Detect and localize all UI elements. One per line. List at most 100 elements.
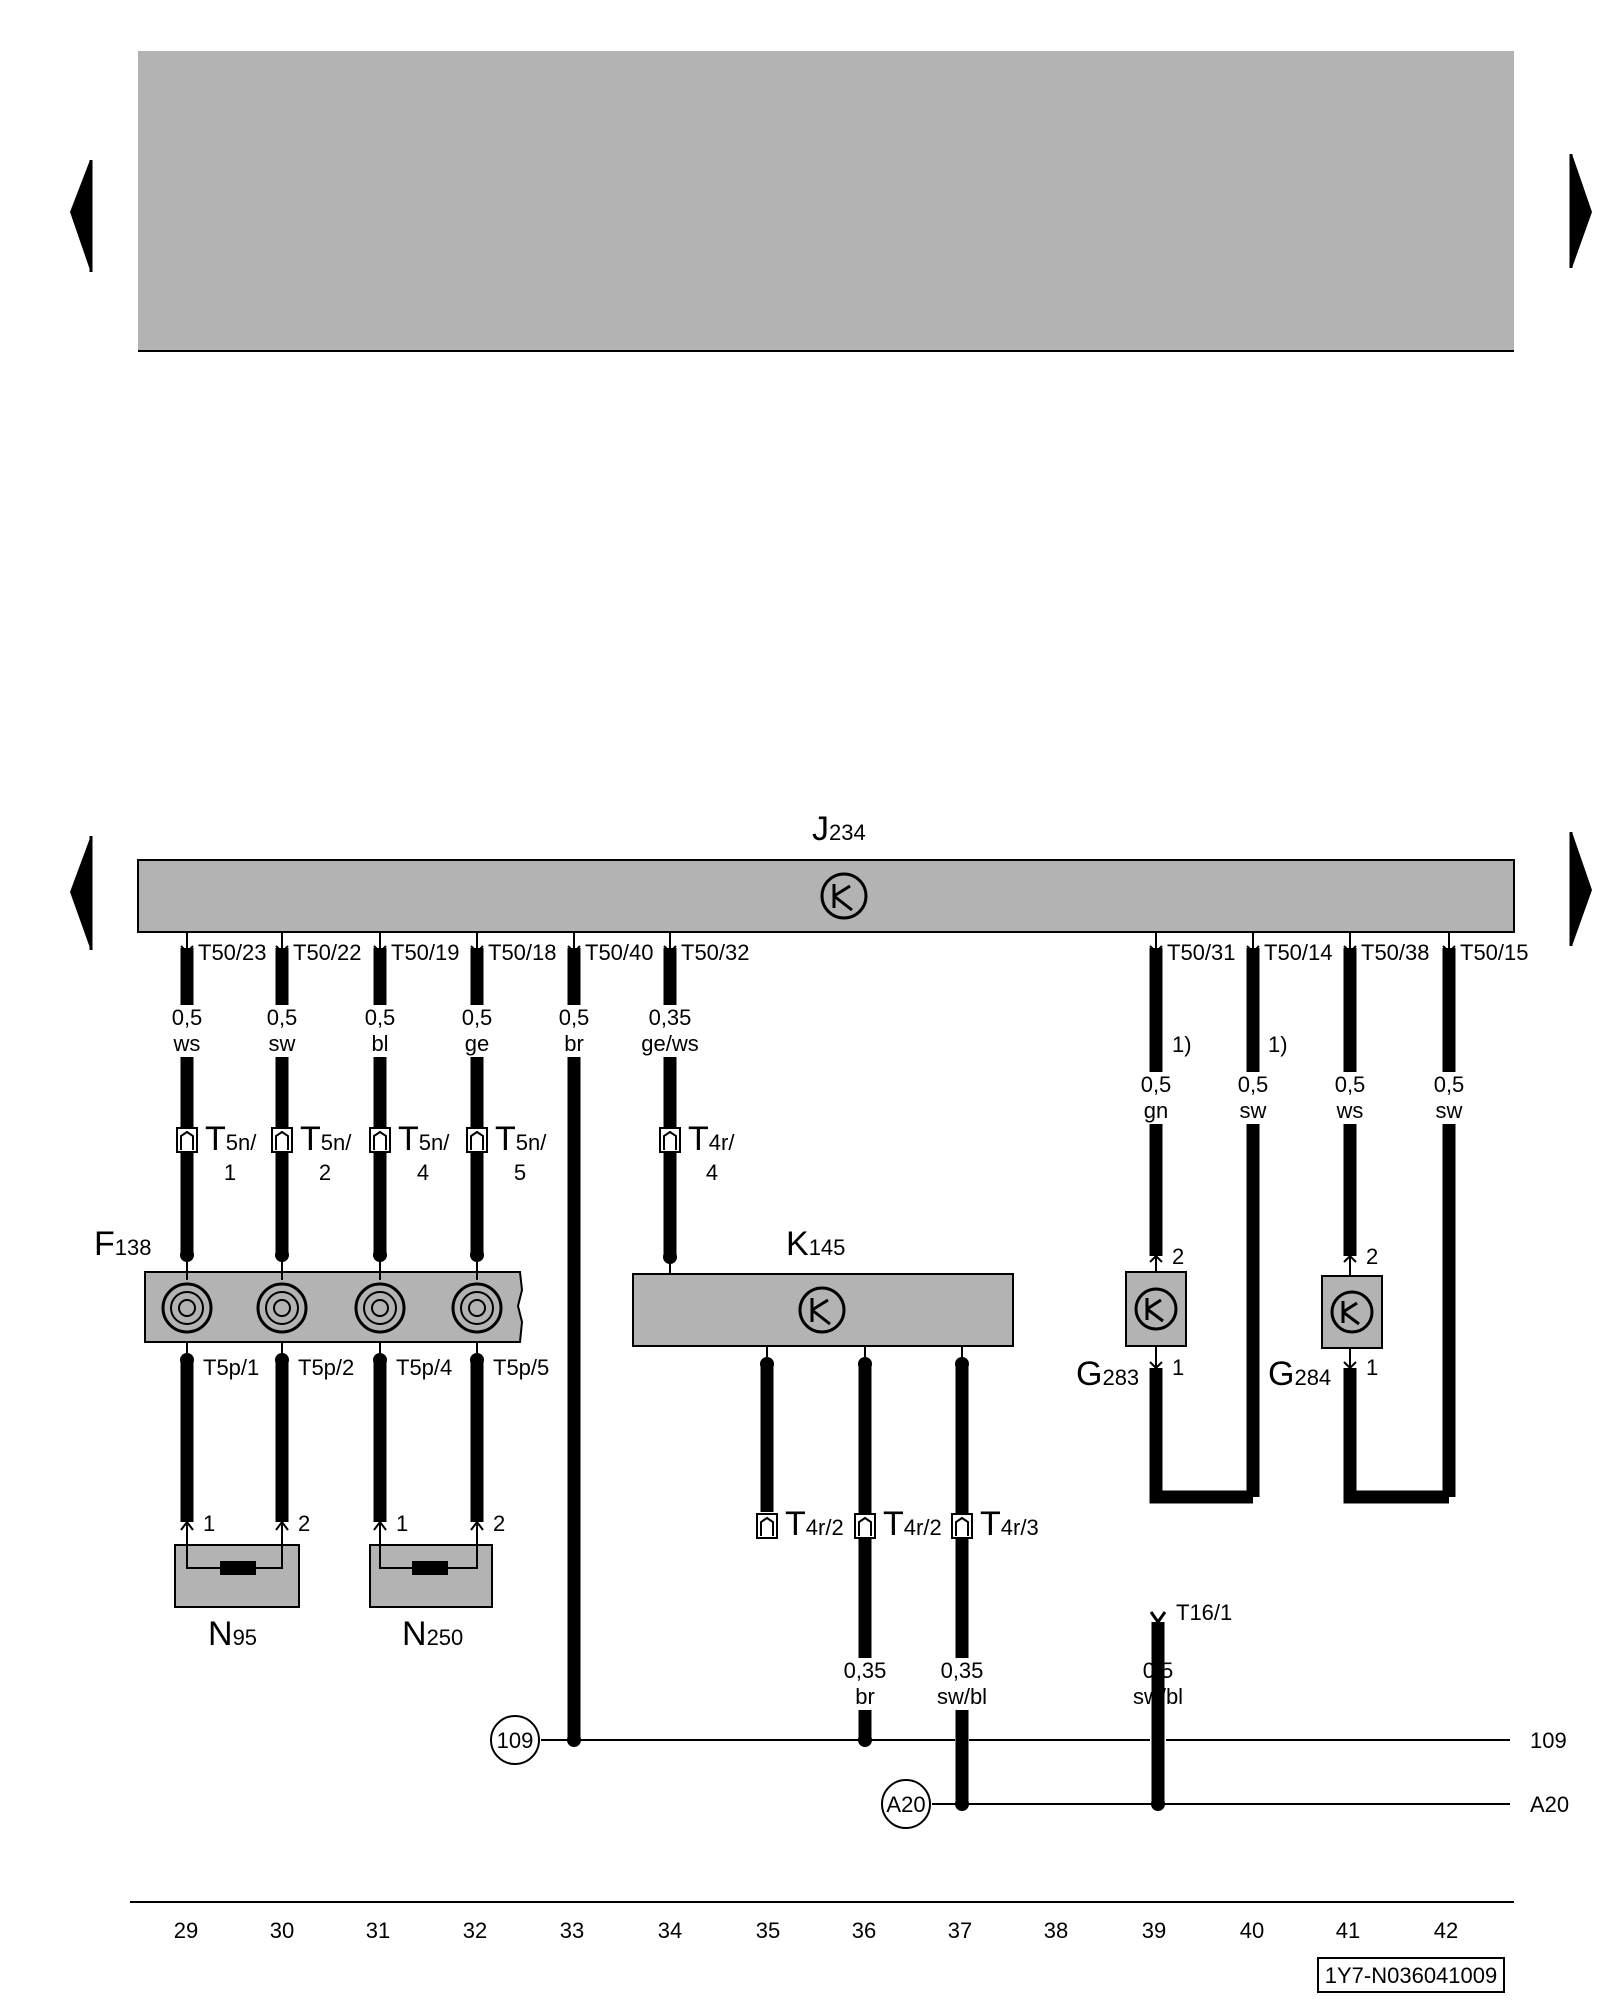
t5n-connector-1: T5n/ 1	[176, 1120, 257, 1185]
ground-bus-109: 109 109	[490, 1715, 1567, 1765]
ground-109-label: 109	[497, 1728, 534, 1753]
note-39: 1)	[1172, 1032, 1192, 1057]
j234-pin-arrow	[663, 945, 677, 954]
t5n-4-label: T5n/	[398, 1120, 450, 1158]
ground-a20-right-label: A20	[1530, 1792, 1569, 1817]
wire-31-color: bl	[371, 1031, 388, 1056]
wire-31-size: 0,5	[365, 1005, 396, 1030]
column-number: 33	[560, 1918, 584, 1943]
k145-electronic-symbol-icon	[798, 1286, 846, 1334]
n95-resistor-icon	[220, 1561, 256, 1575]
svg-text:1: 1	[224, 1160, 236, 1185]
n250-squib: 1 2	[369, 1511, 505, 1608]
wire-39-color: gn	[1144, 1098, 1168, 1123]
g283-electronic-symbol-icon	[1134, 1287, 1178, 1331]
column-number: 40	[1240, 1918, 1264, 1943]
svg-text:1: 1	[1172, 1355, 1184, 1380]
svg-text:2: 2	[493, 1511, 505, 1536]
wire-labels-upper: 0,5 ws 0,5 sw 0,5 bl 0,5 ge 0,5 br 0,35 …	[160, 1005, 1477, 1124]
t5n-2-label: T5n/	[300, 1120, 352, 1158]
j234-pin-label: T50/31	[1167, 940, 1236, 965]
wire-30-color: sw	[269, 1031, 296, 1056]
column-number: 31	[366, 1918, 390, 1943]
svg-text:2: 2	[298, 1511, 310, 1536]
note-40: 1)	[1268, 1032, 1288, 1057]
t5p-2-label: T5p/2	[298, 1355, 354, 1380]
column-number: 29	[174, 1918, 198, 1943]
wire-labels-lower: 0,35 br 0,35 sw/bl 0,5 sw/bl	[836, 1658, 1192, 1710]
t5n-connector-5: T5n/ 5	[466, 1120, 547, 1185]
j234-pin-label: T50/22	[293, 940, 362, 965]
ground-point-a20-icon	[881, 1779, 931, 1829]
svg-text:1: 1	[1366, 1355, 1378, 1380]
j234-label: J234	[812, 810, 866, 848]
t5n-connector-2: T5n/ 2	[271, 1120, 352, 1185]
t5n-5-label: T5n/	[495, 1120, 547, 1158]
j234-pin-label: T50/19	[391, 940, 460, 965]
j234-pin-stubs	[180, 932, 1456, 954]
j234-pin-arrow	[567, 945, 581, 954]
t5n-1-label: T5n/	[205, 1120, 257, 1158]
column-number: 36	[852, 1918, 876, 1943]
j234-pin-label: T50/38	[1361, 940, 1430, 965]
g284-electronic-symbol-icon	[1330, 1290, 1374, 1334]
j234-electronic-symbol-icon	[820, 872, 868, 920]
nav-right-arrow-top[interactable]	[1569, 154, 1592, 268]
j234-pin-arrow	[373, 945, 387, 954]
j234-pin-arrow	[1343, 945, 1357, 954]
column-number: 42	[1434, 1918, 1458, 1943]
wire-42-color: sw	[1436, 1098, 1463, 1123]
t16-connector: T16/1	[1149, 1600, 1232, 1804]
svg-text:4: 4	[706, 1160, 718, 1185]
n95-squib: 1 2	[174, 1511, 310, 1608]
nav-left-arrow-top[interactable]	[70, 160, 93, 272]
t5n-connectors: T5n/ 1 T5n/ 2 T5n/ 4 T5n/ 5 T4r/ 4	[176, 1120, 735, 1185]
wire-30-size: 0,5	[267, 1005, 298, 1030]
j234-pin-arrow	[275, 945, 289, 954]
t4r-lower-connectors: T4r/2 T4r/2 T4r/3	[756, 1505, 1039, 1543]
t4r-2b-label: T4r/2	[883, 1505, 942, 1543]
wire-40-size: 0,5	[1238, 1072, 1269, 1097]
column-number: 41	[1336, 1918, 1360, 1943]
t5p-4-label: T5p/4	[396, 1355, 452, 1380]
g283-sensor: 2 1	[1125, 1244, 1253, 1504]
ground-109-right-label: 109	[1530, 1728, 1567, 1753]
nav-right-arrow-bottom[interactable]	[1569, 832, 1592, 946]
column-number: 30	[270, 1918, 294, 1943]
wire-41-color: ws	[1336, 1098, 1364, 1123]
wires-upper	[180, 948, 1456, 1740]
ground-point-109-icon	[490, 1715, 540, 1765]
junction-dots-upper	[180, 1248, 677, 1264]
column-number: 39	[1142, 1918, 1166, 1943]
column-number: 32	[463, 1918, 487, 1943]
wire-37-color: sw/bl	[937, 1684, 987, 1709]
column-number: 34	[658, 1918, 682, 1943]
upper-module-block	[138, 51, 1514, 351]
t16-label: T16/1	[1176, 1600, 1232, 1625]
nav-left-arrow-bottom[interactable]	[70, 836, 93, 950]
t4r-4-connector: T4r/ 4	[659, 1120, 735, 1185]
f138-spiral-spring-icons	[161, 1282, 503, 1334]
t5n-connector-4: T5n/ 4	[369, 1120, 450, 1185]
wires-f138-lower	[180, 1342, 484, 1522]
t4r-2a-label: T4r/2	[785, 1505, 844, 1543]
j234-pin-label: T50/14	[1264, 940, 1333, 965]
svg-text:1: 1	[396, 1511, 408, 1536]
j234-control-unit	[137, 859, 1515, 933]
wire-32-color: ge	[465, 1031, 489, 1056]
j234-pin-arrow	[1149, 945, 1163, 954]
wire-34-color: ge/ws	[641, 1031, 698, 1056]
n95-label: N95	[208, 1615, 257, 1653]
wire-39-size: 0,5	[1141, 1072, 1172, 1097]
j234-pin-arrow	[1442, 945, 1456, 954]
g284-sensor: 2 1	[1321, 1244, 1449, 1504]
j234-pin-label: T50/23	[198, 940, 267, 965]
k145-label: K145	[786, 1225, 845, 1263]
svg-text:4: 4	[417, 1160, 429, 1185]
column-number: 38	[1044, 1918, 1068, 1943]
n250-box	[369, 1544, 493, 1608]
t5p-5-label: T5p/5	[493, 1355, 549, 1380]
